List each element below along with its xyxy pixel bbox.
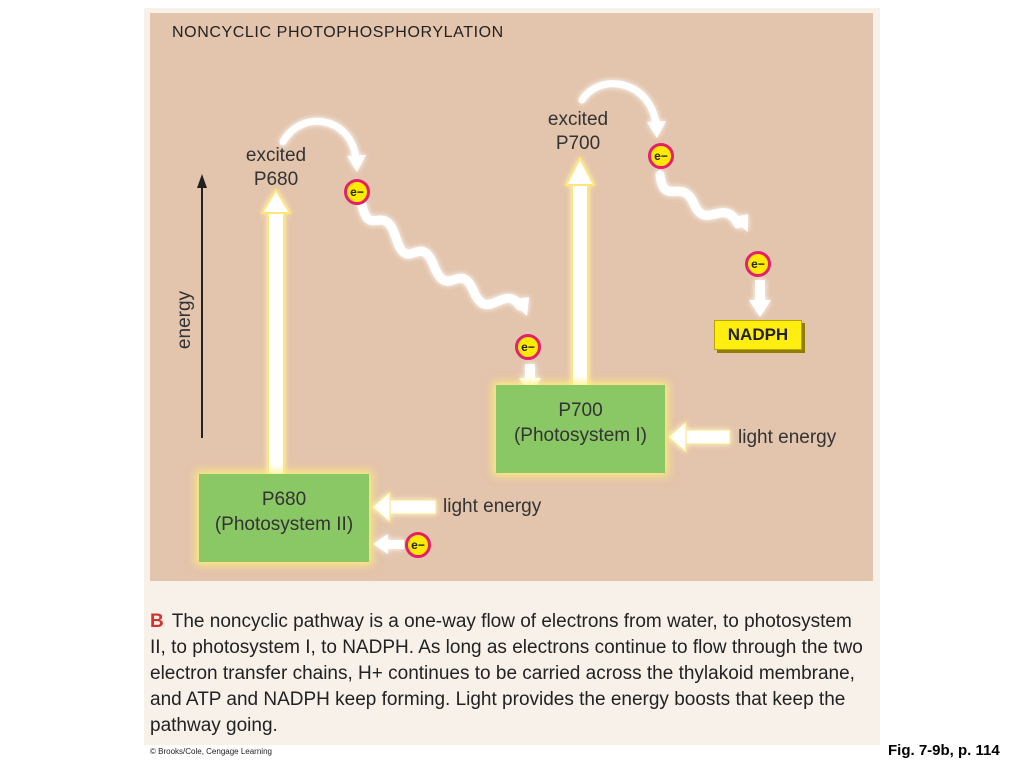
ps1-box-line2: (Photosystem I) [513,425,648,446]
ps2-light-energy-label: light energy [443,496,542,517]
electron-chain1-end: e− [515,334,541,360]
ps2-curved-arrow [279,117,366,172]
ps1-box-line1: P700 [558,400,603,421]
photosystem-ii-label: P680 (Photosystem II) [199,487,369,537]
diagram-title: NONCYCLIC PHOTOPHOSPHORYLATION [172,24,504,41]
ps2-box-line2: (Photosystem II) [214,514,354,535]
caption-text: The noncyclic pathway is a one-way flow … [150,611,863,736]
electron-from-water: e− [405,532,431,558]
photosystem-ii-box [199,474,369,562]
electron-ps2-excited: e− [344,179,370,205]
ps1-excitation-arrow [564,155,596,387]
electron-chain-1 [357,200,529,316]
ps1-excited-line1: excited [547,109,609,130]
electron-chain-2 [655,170,748,232]
electron-ps1-excited: e− [648,143,674,169]
ps1-light-arrow [667,420,731,454]
ps2-light-arrow [371,490,437,524]
electron-chain2-end: e− [745,251,771,277]
to-nadph-arrow [749,280,771,317]
energy-axis-arrow [197,174,207,438]
ps2-box-line1: P680 [261,489,307,510]
ps1-excited-line2: P700 [555,133,601,154]
ps1-light-energy-label: light energy [738,427,837,448]
water-electron-arrow [373,534,404,554]
nadph-product: NADPH [714,320,802,350]
ps2-excited-line1: excited [245,145,307,166]
photosystem-i-box [496,385,665,473]
copyright-credit: © Brooks/Cole, Cengage Learning [150,747,272,756]
photosystem-i-label: P700 (Photosystem I) [496,398,665,448]
figure-reference: Fig. 7-9b, p. 114 [888,742,1000,759]
ps1-excited-label: excited P700 [538,108,618,156]
energy-axis-label: energy [174,290,195,350]
ps2-excited-line2: P680 [253,169,299,190]
ps2-excited-label: excited P680 [236,144,316,192]
ps2-excitation-arrow [260,188,292,485]
caption-letter: B [150,611,164,632]
ps1-curved-arrow [578,80,666,138]
